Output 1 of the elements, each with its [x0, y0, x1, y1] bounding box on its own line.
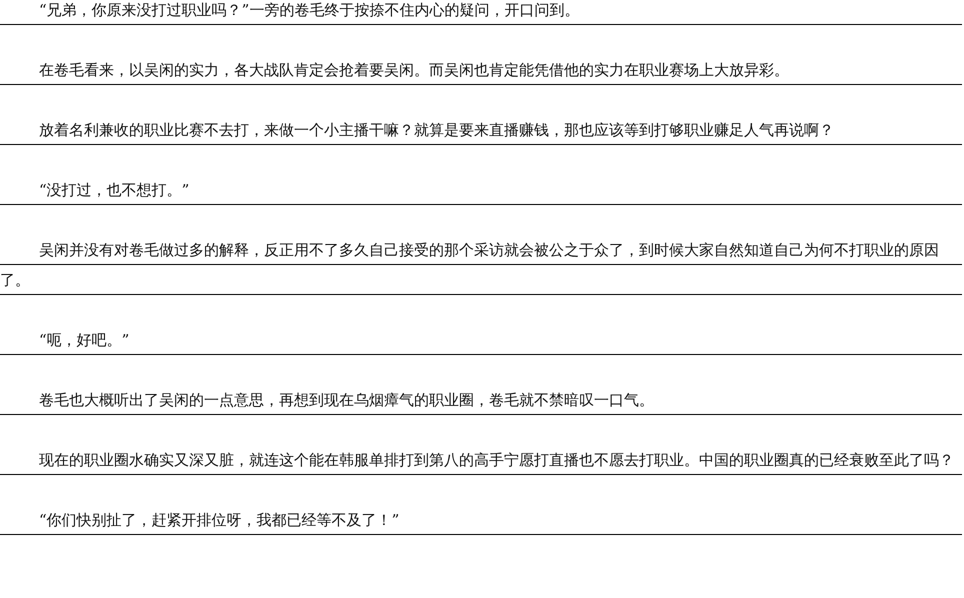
paragraph: “兄弟，你原来没打过职业吗？”一旁的卷毛终于按捺不住内心的疑问，开口问到。 [0, 0, 962, 25]
